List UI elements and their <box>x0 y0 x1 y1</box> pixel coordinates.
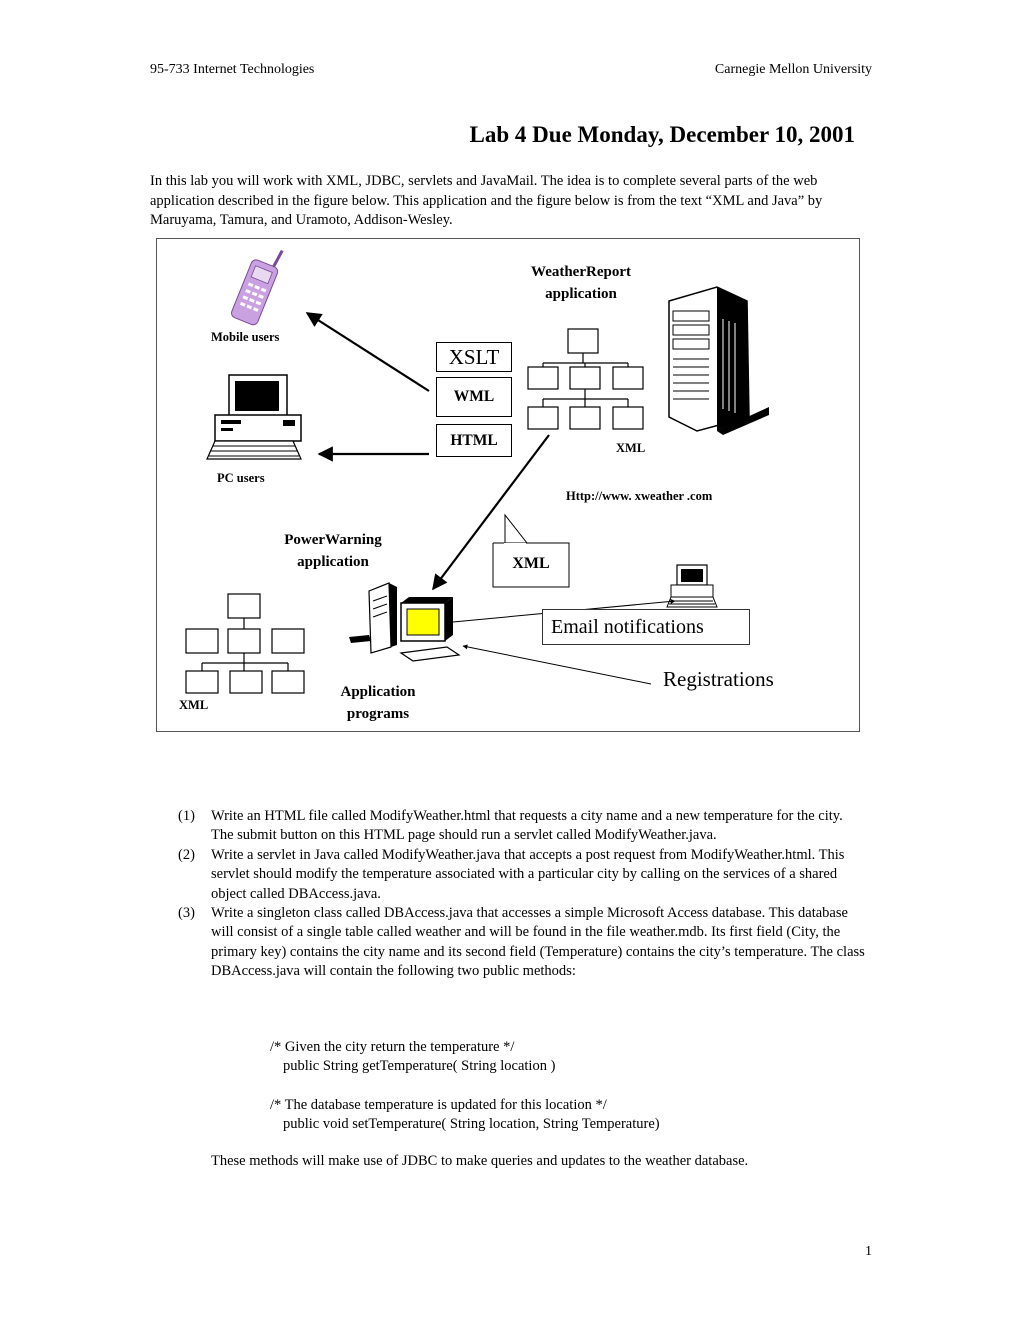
url-label: Http://www. xweather .com <box>566 489 713 503</box>
xml-bottom-label: XML <box>179 698 209 712</box>
powerwarning-label: PowerWarning application <box>253 529 413 573</box>
server-tower-icon <box>668 286 769 435</box>
xml-callout-shape <box>492 513 570 588</box>
page-title: Lab 4 Due Monday, December 10, 2001 <box>469 122 855 147</box>
app-programs-line1: Application <box>340 684 416 700</box>
code-comment: /* The database temperature is updated f… <box>270 1097 607 1113</box>
mobile-phone-icon <box>231 249 284 326</box>
xslt-box: XSLT <box>436 342 512 372</box>
email-notifications-box: Email notifications <box>542 609 750 645</box>
weatherreport-label: WeatherReport application <box>493 261 669 305</box>
pc-users-label: PC users <box>217 471 265 485</box>
code-signature: public String getTemperature( String loc… <box>283 1058 556 1075</box>
app-programs-line2: programs <box>346 706 410 722</box>
desktop-computer-icon <box>349 582 461 662</box>
step-number: (2) <box>178 846 195 863</box>
html-box: HTML <box>436 424 512 457</box>
step-text: Write a servlet in Java called ModifyWea… <box>211 846 845 902</box>
steps-list: (1) Write an HTML file called ModifyWeat… <box>178 807 868 982</box>
powerwarning-line1: PowerWarning <box>284 532 382 548</box>
step-text: Write a singleton class called DBAccess.… <box>211 905 865 980</box>
header-university: Carnegie Mellon University <box>714 62 872 77</box>
list-item: (1) Write an HTML file called ModifyWeat… <box>178 807 868 846</box>
figure-graphics <box>185 249 769 694</box>
closing-paragraph: These methods will make use of JDBC to m… <box>211 1153 749 1169</box>
page-number: 1 <box>865 1244 872 1259</box>
step-number: (3) <box>178 905 195 922</box>
arrow-from-registrations <box>462 644 652 685</box>
step-number: (1) <box>178 808 195 824</box>
code-comment: /* Given the city return the temperature… <box>270 1039 515 1055</box>
list-item: (2) Write a servlet in Java called Modif… <box>178 846 868 904</box>
intro-paragraph: In this lab you will work with XML, JDBC… <box>150 173 823 228</box>
small-pc-icon <box>666 564 718 608</box>
code-block-set: /* The database temperature is updated f… <box>270 1096 660 1135</box>
list-item: (3) Write a singleton class called DBAcc… <box>178 904 868 982</box>
weatherreport-line2: application <box>545 286 617 302</box>
code-signature: public void setTemperature( String locat… <box>283 1116 660 1133</box>
xml-tree-bottom <box>185 593 305 694</box>
arrow-to-mobile <box>305 312 430 392</box>
powerwarning-line2: application <box>297 554 369 570</box>
pc-computer-icon <box>206 374 302 460</box>
code-block-get: /* Given the city return the temperature… <box>270 1038 555 1077</box>
architecture-figure: WeatherReport application Mobile users P… <box>156 238 860 732</box>
app-programs-label: Application programs <box>313 681 443 725</box>
wml-box: WML <box>436 377 512 417</box>
arrow-xml-to-power <box>432 434 550 591</box>
step-text: Write an HTML file called ModifyWeather.… <box>211 808 843 844</box>
weatherreport-line1: WeatherReport <box>531 264 631 280</box>
mobile-users-label: Mobile users <box>211 330 280 344</box>
header-course: 95-733 Internet Technologies <box>150 62 315 77</box>
xml-callout-label: XML <box>512 555 550 572</box>
xml-tree-label: XML <box>616 441 646 455</box>
registrations-label: Registrations <box>663 667 774 691</box>
xml-tree-top <box>527 328 644 430</box>
